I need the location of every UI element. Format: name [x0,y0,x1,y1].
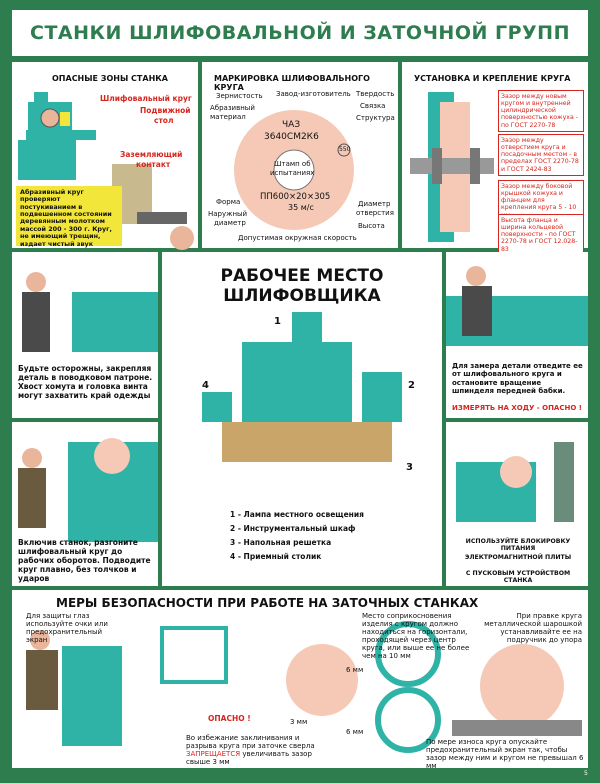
startup-caution-caption: Включив станок, разгоните шлифовальный к… [18,538,151,583]
screen-lowering-note: По мере износа круга опускайте предохран… [426,738,584,771]
eye-protection-note: Для защиты глаз используйте очки или пре… [26,612,108,645]
panel-danger-zones: ОПАСНЫЕ ЗОНЫ СТАНКА Шлифовальный круг По… [12,62,198,250]
poster-title-bar: СТАНКИ ШЛИФОВАЛЬНОЙ И ЗАТОЧНОЙ ГРУПП [12,10,588,56]
panel-wheel-marking: МАРКИРОВКА ШЛИФОВАЛЬНОГО КРУГА Зернистос… [202,62,398,248]
label-outer-diameter-2: диаметр [214,219,246,227]
measurement-caption: Для замера детали отведите ее от шлифова… [452,362,583,396]
sharpening-illustration [26,621,582,753]
legend-item: 4 - Приемный столик [230,552,322,561]
wheel-marking-diagram [234,110,354,230]
label-structure: Структура [356,114,395,122]
workplace-title-1: РАБОЧЕЕ МЕСТО [220,266,384,286]
label-grain: Зернистость [216,92,263,100]
wheel-marking-heading: МАРКИРОВКА ШЛИФОВАЛЬНОГО КРУГА [214,74,370,92]
note-flange-height: Высота фланца и ширина кольцевой поверхн… [498,214,584,256]
marking-line-1: ЧАЗ [282,120,301,130]
stamp-number: 550 [339,146,351,153]
drill-sharpening-note: Во избежание заклинивания и разрыва круг… [186,734,315,767]
label-permissible-speed: Допустимая окружная скорость [238,234,357,242]
wheel-mounting-diagram [410,92,494,242]
measurement-warning: ИЗМЕРЯТЬ НА ХОДУ - ОПАСНО ! [452,404,582,412]
label-ground-contact-2: контакт [136,160,171,169]
poster-title: СТАНКИ ШЛИФОВАЛЬНОЙ И ЗАТОЧНОЙ ГРУПП [30,22,570,44]
marking-speed: 35 м/с [288,203,314,212]
legend-item: 2 - Инструментальный шкаф [230,524,356,533]
label-hardness: Твердость [356,90,395,98]
sharpening-safety-heading: МЕРЫ БЕЗОПАСНОСТИ ПРИ РАБОТЕ НА ЗАТОЧНЫХ… [56,596,479,610]
workplace-callout-3: 3 [406,462,413,473]
legend-item: 1 - Лампа местного освещения [230,510,364,519]
panel-startup-caution: Включив станок, разгоните шлифовальный к… [12,422,158,586]
magnetic-plate-caption-3: С ПУСКОВЫМ УСТРОЙСТВОМ СТАНКА [465,570,571,585]
workplace-title-2: ШЛИФОВЩИКА [223,286,381,306]
marking-line-2: 3640СМ2К6 [264,132,319,142]
chuck-caution-caption: Будьте осторожны, закрепляя деталь в пов… [18,364,153,400]
danger-zones-heading: ОПАСНЫЕ ЗОНЫ СТАНКА [52,74,168,83]
page-number: 5 [584,770,588,777]
contact-point-note: Место соприкосновения изделия с кругом д… [362,612,470,661]
label-abrasive-1: Абразивный [210,104,255,112]
workplace-callout-2: 2 [408,380,415,391]
label-moving-table-1: Подвижной [140,106,191,115]
wheel-mounting-heading: УСТАНОВКА И КРЕПЛЕНИЕ КРУГА [414,74,571,83]
poster-frame: СТАНКИ ШЛИФОВАЛЬНОЙ И ЗАТОЧНОЙ ГРУПП ОПА… [6,6,594,777]
wheel-test-warning: Абразивный круг проверяют постукиванием … [16,186,122,247]
worker-chuck-illustration [22,272,158,352]
panel-magnetic-plate: ИСПОЛЬЗУЙТЕ БЛОКИРОВКУ ПИТАНИЯ ЭЛЕКТРОМА… [446,422,588,586]
magnetic-plate-caption-2: ЭЛЕКТРОМАГНИТНОЙ ПЛИТЫ [464,554,572,561]
gap-label-3mm: 3 мм [290,718,308,726]
label-shape: Форма [216,198,241,206]
workplace-illustration [202,312,402,462]
label-moving-table-2: стол [154,116,174,125]
label-abrasive-2: материал [210,113,246,121]
danger-label: ОПАСНО ! [208,714,251,723]
stamp-label-2: испытаниях [270,169,315,177]
magnetic-plate-caption-1: ИСПОЛЬЗУЙТЕ БЛОКИРОВКУ ПИТАНИЯ [465,538,571,553]
workplace-callout-1: 1 [274,316,281,327]
note-shroud-gap: Зазор между новым кругом и внутренней ци… [498,90,584,132]
panel-sharpening-safety: МЕРЫ БЕЗОПАСНОСТИ ПРИ РАБОТЕ НА ЗАТОЧНЫХ… [12,590,588,771]
worker-startup-illustration [18,438,158,542]
magnetic-plate-illustration [456,442,574,522]
panel-chuck-caution: Будьте осторожны, закрепляя деталь в пов… [12,252,158,418]
note-bore-gap: Зазор между отверстием круга и посадочны… [498,134,584,176]
panel-grinder-workplace: РАБОЧЕЕ МЕСТО ШЛИФОВЩИКА 1 2 3 4 1 - Лам… [162,252,442,586]
label-height: Высота [358,222,385,230]
stamp-label-1: Штамп об [274,160,311,168]
label-hole-diameter-2: отверстия [356,209,394,217]
panel-measurement-caution: Для замера детали отведите ее от шлифова… [446,252,588,418]
label-outer-diameter-1: Наружный [208,210,248,218]
panel-wheel-mounting: УСТАНОВКА И КРЕПЛЕНИЕ КРУГА Зазор между … [402,62,588,256]
workplace-callout-4: 4 [202,380,209,391]
label-hole-diameter-1: Диаметр [358,200,391,208]
gap-label-6mm-top: 6 мм [346,666,364,674]
measurement-illustration [446,266,588,346]
gap-label-6mm-bottom: 6 мм [346,728,364,736]
note-cover-gap: Зазор между боковой крышкой кожуха и фла… [498,180,584,222]
label-ground-contact-1: Заземляющий [120,150,183,159]
label-grinding-wheel: Шлифовальный круг [100,94,192,103]
legend-item: 3 - Напольная решетка [230,538,332,547]
label-maker: Завод-изготовитель [276,90,351,98]
label-bond: Связка [360,102,386,110]
wheel-dressing-note: При правке круга металлической шарошкой … [484,612,582,645]
marking-dimensions: ПП600×20×305 [260,192,331,202]
workplace-legend: 1 - Лампа местного освещения 2 - Инструм… [230,510,364,561]
